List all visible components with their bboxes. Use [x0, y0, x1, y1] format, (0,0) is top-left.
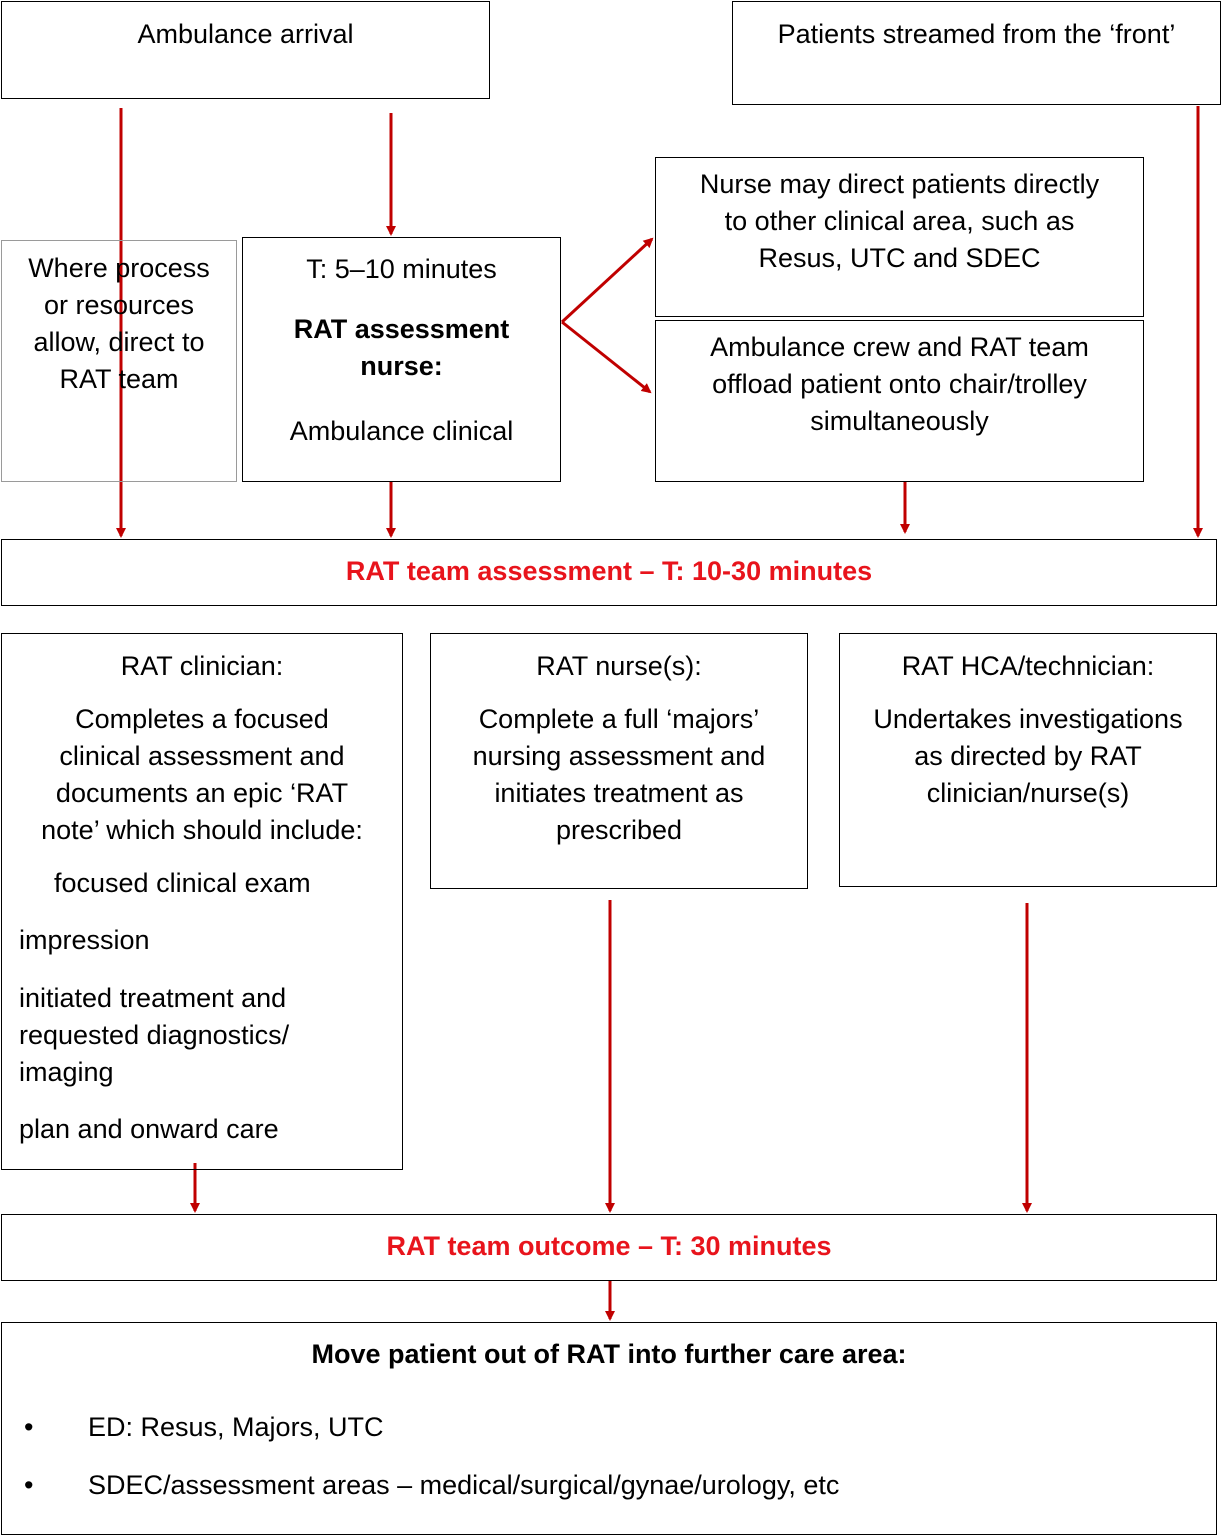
rat-nurse-subtitle: Ambulance clinical [289, 416, 514, 446]
nurse-direct-label: Nurse may direct patients directly to ot… [699, 169, 1100, 273]
rat-nurse-title: RAT assessment nurse: [293, 314, 510, 381]
rat-nurses-heading: RAT nurse(s): [536, 651, 702, 681]
rat-team-outcome-box: RAT team outcome – T: 30 minutes [1, 1214, 1217, 1281]
ambulance-arrival-box: Ambulance arrival [1, 1, 490, 99]
patients-streamed-label: Patients streamed from the ‘front’ [777, 19, 1176, 49]
rat-team-assessment-label: RAT team assessment – T: 10-30 minutes [345, 556, 873, 586]
move-patient-title: Move patient out of RAT into further car… [311, 1339, 907, 1369]
bullet-icon: • [24, 1470, 34, 1500]
rat-nurses-box: RAT nurse(s): Complete a full ‘majors’ n… [430, 633, 808, 889]
move-patient-box: Move patient out of RAT into further car… [1, 1322, 1217, 1535]
patients-streamed-box: Patients streamed from the ‘front’ [732, 1, 1221, 105]
rat-clinician-item: initiated treatment and requested diagno… [19, 983, 290, 1087]
bullet-icon: • [24, 1412, 34, 1442]
rat-nurse-time: T: 5–10 minutes [306, 254, 497, 284]
arrow-rat-nurse-to-offload [561, 320, 652, 394]
offload-label: Ambulance crew and RAT team offload pati… [710, 332, 1089, 436]
ambulance-arrival-label: Ambulance arrival [137, 19, 354, 49]
rat-hca-heading: RAT HCA/technician: [901, 651, 1155, 681]
direct-rat-team-box: Where process or resources allow, direct… [1, 240, 237, 482]
rat-clinician-box: RAT clinician: Completes a focused clini… [1, 633, 403, 1170]
rat-clinician-item: impression [19, 925, 150, 955]
move-patient-bullet: ED: Resus, Majors, UTC [88, 1412, 384, 1442]
rat-clinician-item: plan and onward care [19, 1114, 279, 1144]
rat-hca-body: Undertakes investigations as directed by… [873, 704, 1183, 808]
rat-clinician-heading: RAT clinician: [120, 651, 284, 681]
rat-clinician-item: focused clinical exam [54, 868, 311, 898]
arrow-rat-nurse-to-nurse-direct [560, 237, 654, 324]
rat-clinician-body: Completes a focused clinical assessment … [41, 704, 363, 845]
move-patient-bullet: SDEC/assessment areas – medical/surgical… [88, 1470, 840, 1500]
rat-team-outcome-label: RAT team outcome – T: 30 minutes [386, 1231, 832, 1261]
direct-rat-team-label: Where process or resources allow, direct… [28, 253, 210, 394]
nurse-direct-box: Nurse may direct patients directly to ot… [655, 157, 1144, 317]
rat-hca-box: RAT HCA/technician: Undertakes investiga… [839, 633, 1217, 887]
rat-assessment-nurse-box: T: 5–10 minutes RAT assessment nurse: Am… [242, 237, 561, 482]
rat-team-assessment-box: RAT team assessment – T: 10-30 minutes [1, 539, 1217, 606]
offload-box: Ambulance crew and RAT team offload pati… [655, 320, 1144, 482]
rat-nurses-body: Complete a full ‘majors’ nursing assessm… [472, 704, 766, 845]
